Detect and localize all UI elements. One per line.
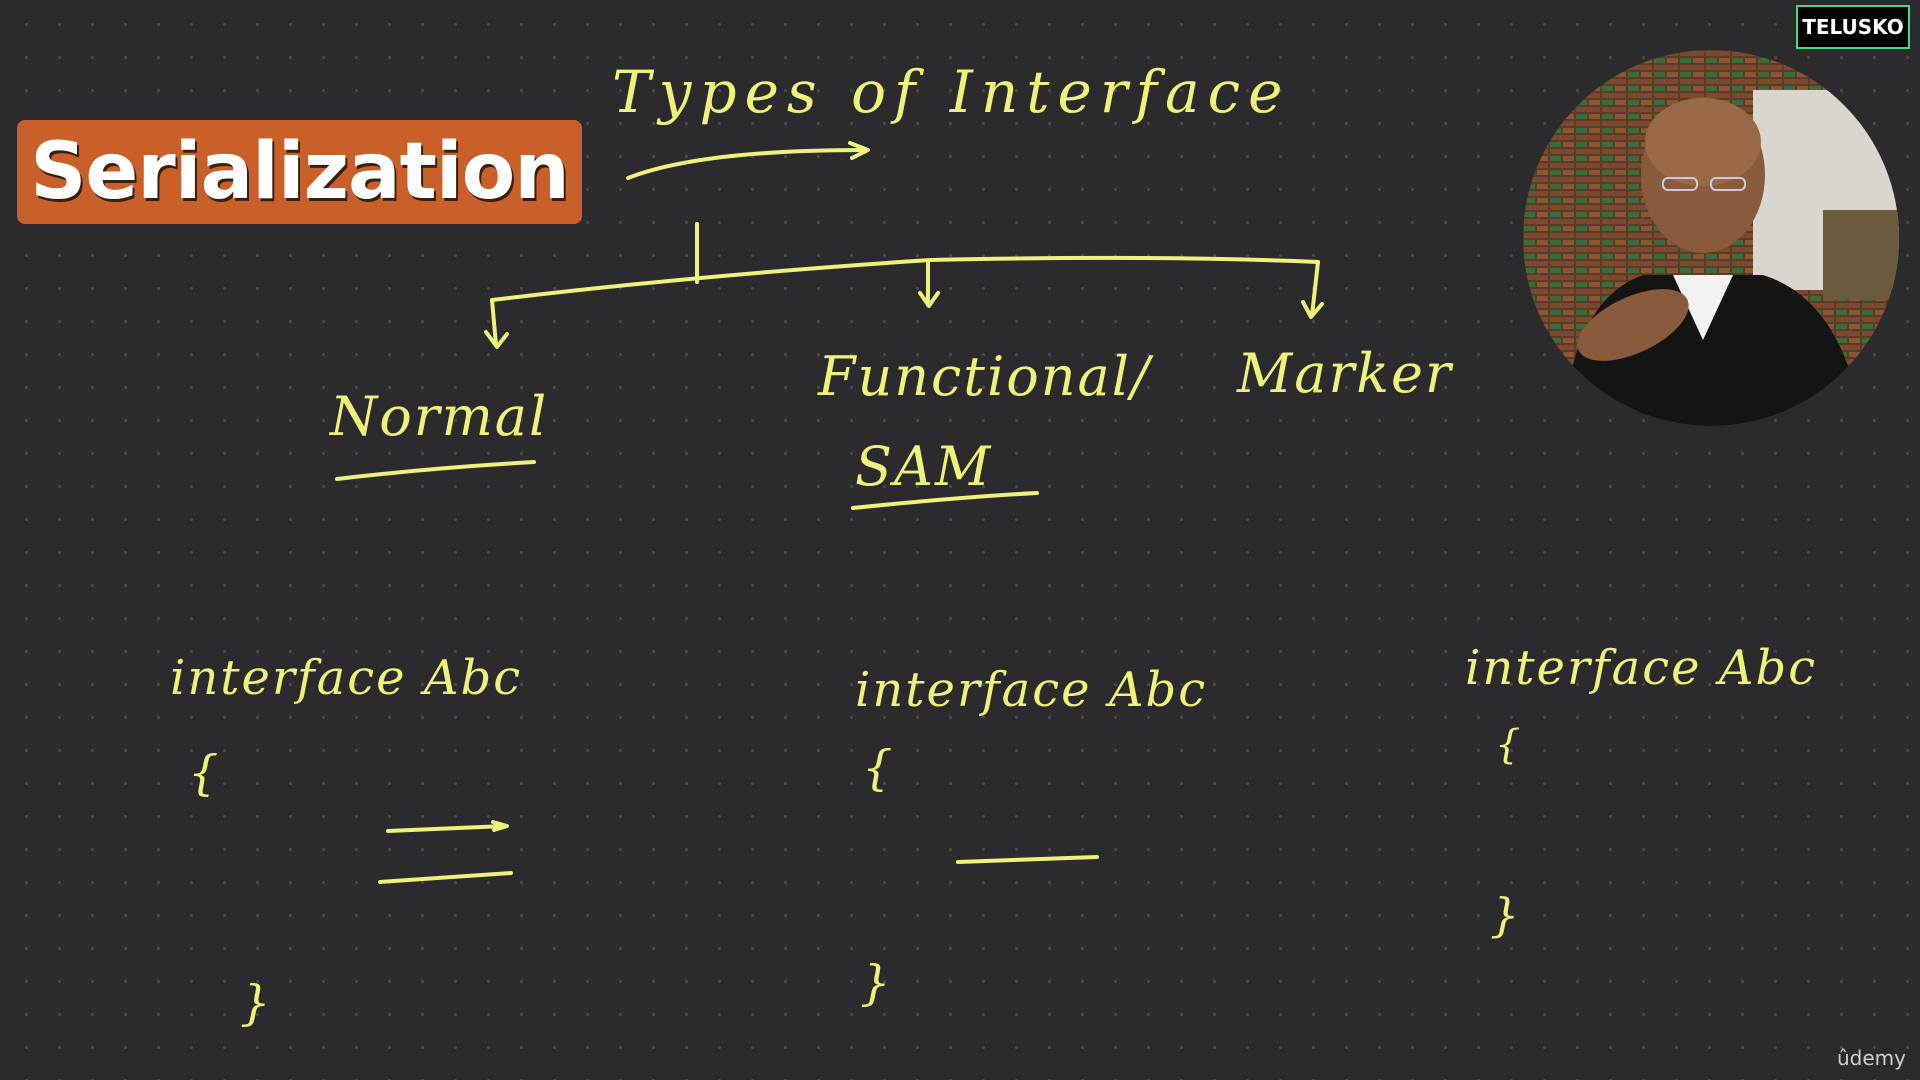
example-marker-decl: interface Abc <box>1465 640 1818 696</box>
type-sam-label: SAM <box>855 435 993 498</box>
brand-logo: TELUSKO <box>1796 5 1910 49</box>
example-normal-open-brace: { <box>188 745 221 801</box>
presenter-webcam <box>1523 50 1899 426</box>
type-functional-label: Functional/ <box>818 345 1152 408</box>
example-normal-decl: interface Abc <box>170 650 523 706</box>
type-marker-label: Marker <box>1237 342 1453 405</box>
platform-watermark: ûdemy <box>1837 1046 1906 1070</box>
example-normal-close-brace: } <box>240 975 273 1031</box>
type-normal-label: Normal <box>330 385 549 448</box>
normal-method-line-2 <box>378 871 513 884</box>
heading: Types of Interface <box>612 58 1291 126</box>
example-marker-open-brace: { <box>1495 722 1523 768</box>
brand-logo-text: TELUSKO <box>1802 15 1904 39</box>
arrow-marker <box>1310 260 1320 317</box>
example-marker-close-brace: } <box>1490 888 1522 942</box>
example-functional-decl: interface Abc <box>855 662 1208 718</box>
tree-branch <box>490 255 1320 302</box>
normal-underline <box>335 460 536 481</box>
example-functional-open-brace: { <box>862 740 895 796</box>
presenter-avatar-icon <box>1523 50 1899 426</box>
functional-method-line <box>956 855 1099 864</box>
heading-underline-arrow <box>626 148 867 180</box>
normal-method-line-1 <box>386 824 507 833</box>
topic-title: Serialization <box>30 127 570 217</box>
topic-title-badge: Serialization <box>17 120 582 224</box>
arrow-normal <box>490 298 498 347</box>
example-functional-close-brace: } <box>860 955 893 1011</box>
sam-underline <box>851 491 1039 510</box>
